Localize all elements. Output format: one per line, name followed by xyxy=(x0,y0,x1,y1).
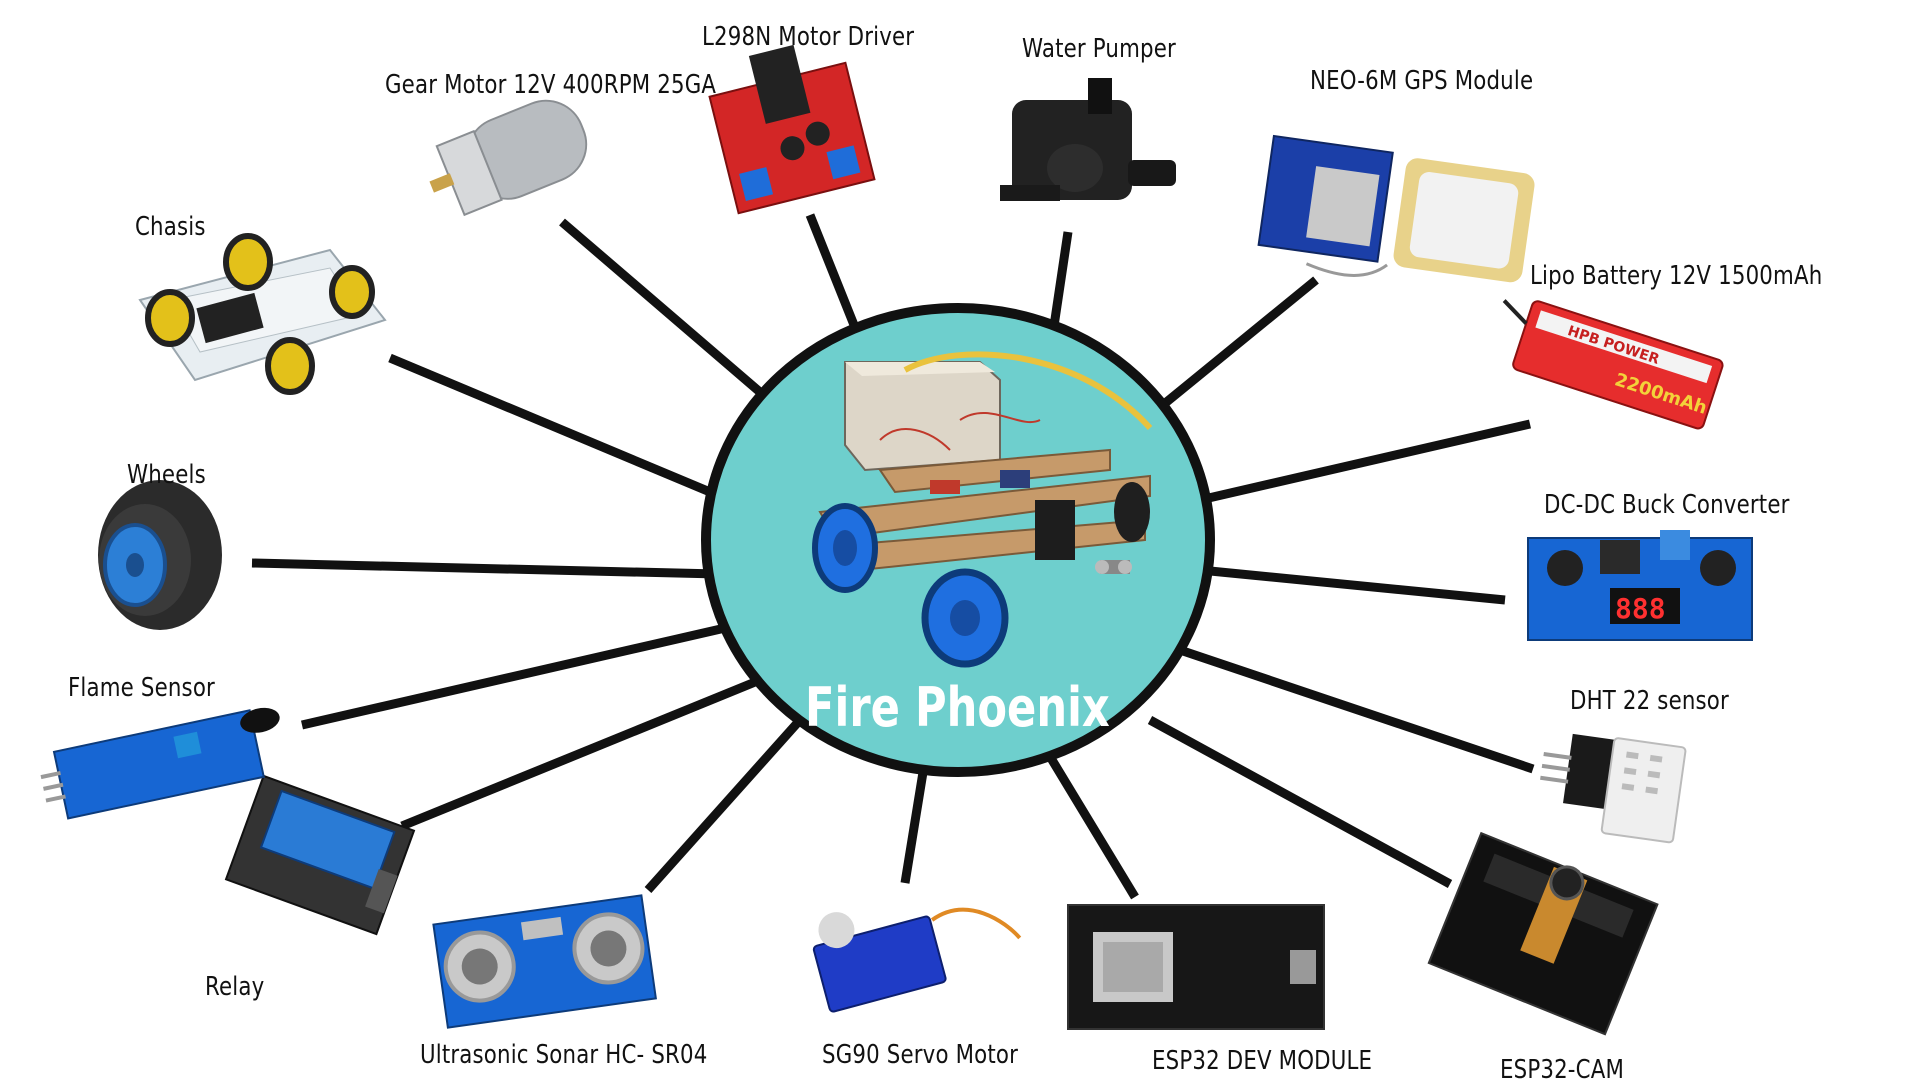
esp32-cam-image xyxy=(1427,831,1659,1036)
label-buck: DC-DC Buck Converter xyxy=(1544,490,1790,520)
water-pumper-image xyxy=(1000,78,1176,201)
l298n-image xyxy=(708,44,876,215)
connector-buck xyxy=(1199,565,1506,605)
label-esp32-dev: ESP32 DEV MODULE xyxy=(1152,1046,1373,1076)
wheels-image xyxy=(98,480,222,630)
label-water-pumper: Water Pumper xyxy=(1022,34,1176,64)
connector-servo xyxy=(900,759,930,884)
chasis-image xyxy=(138,233,387,395)
connector-dht22 xyxy=(1178,645,1535,774)
connector-esp32-cam xyxy=(1147,716,1453,888)
flame-image xyxy=(40,707,280,820)
gear-motor-image xyxy=(429,99,588,217)
connector-esp32-dev xyxy=(1036,737,1139,900)
connector-flame xyxy=(300,615,762,730)
ultrasonic-image xyxy=(432,894,657,1029)
label-dht22: DHT 22 sensor xyxy=(1570,686,1729,716)
label-flame: Flame Sensor xyxy=(68,673,215,703)
label-lipo: Lipo Battery 12V 1500mAh xyxy=(1530,261,1823,291)
label-l298n: L298N Motor Driver xyxy=(702,22,915,52)
buck-display-text: 888 xyxy=(1615,592,1666,625)
label-ultrasonic: Ultrasonic Sonar HC- SR04 xyxy=(420,1040,708,1070)
connector-lipo xyxy=(1198,419,1532,505)
connector-lines xyxy=(251,213,1535,900)
label-esp32-cam: ESP32-CAM xyxy=(1500,1055,1625,1085)
lipo-image: HPB POWER 2200mAh xyxy=(1502,299,1724,430)
servo-image xyxy=(812,907,1022,1013)
center-title: Fire Phoenix xyxy=(805,676,1110,739)
label-servo: SG90 Servo Motor xyxy=(822,1040,1019,1070)
buck-image: 888 xyxy=(1527,530,1753,641)
label-wheels: Wheels xyxy=(127,460,206,490)
connector-chasis xyxy=(388,353,767,520)
label-relay: Relay xyxy=(205,972,265,1002)
connector-wheels xyxy=(251,558,761,580)
connector-relay xyxy=(400,675,762,831)
gps-image xyxy=(1257,134,1535,283)
label-gear-motor: Gear Motor 12V 400RPM 25GA xyxy=(385,70,717,100)
label-chasis: Chasis xyxy=(135,212,206,242)
connector-ultrasonic xyxy=(644,717,804,893)
connector-gear-motor xyxy=(559,218,778,409)
esp32-dev-image xyxy=(1067,904,1325,1030)
label-gps: NEO-6M GPS Module xyxy=(1310,66,1534,96)
robot-car-image xyxy=(812,351,1153,668)
wheel-back-right xyxy=(1114,482,1150,542)
relay-image xyxy=(224,774,416,936)
dht22-image xyxy=(1540,733,1687,844)
